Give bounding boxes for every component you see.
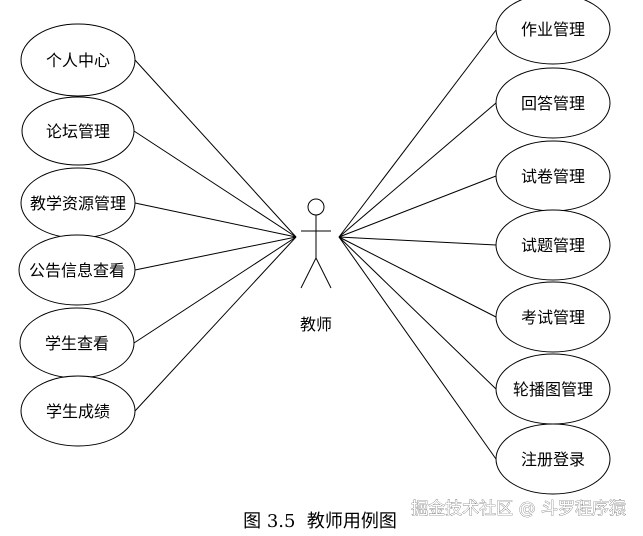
use-case-homework-management: 作业管理 bbox=[495, 0, 611, 65]
left-associations bbox=[133, 59, 297, 412]
assoc-line-left-2 bbox=[133, 130, 297, 238]
figure-caption: 图 3.5 教师用例图 bbox=[243, 511, 397, 532]
use-case-question-management: 试题管理 bbox=[495, 209, 611, 281]
right-associations bbox=[338, 29, 497, 460]
use-case-label: 公告信息查看 bbox=[29, 261, 125, 280]
left-use-cases: 个人中心 论坛管理 教学资源管理 公告信息查看 学生查看 学生成绩 bbox=[18, 23, 136, 447]
use-case-register-login: 注册登录 bbox=[495, 423, 611, 495]
use-case-ellipse bbox=[495, 67, 611, 139]
use-case-label: 个人中心 bbox=[46, 51, 110, 70]
use-case-label: 教学资源管理 bbox=[30, 194, 126, 213]
use-case-exam-management: 考试管理 bbox=[495, 281, 611, 353]
use-case-ellipse bbox=[20, 23, 136, 97]
use-case-ellipse bbox=[18, 234, 136, 306]
use-case-announcement-view: 公告信息查看 bbox=[18, 234, 136, 306]
use-case-student-view: 学生查看 bbox=[19, 307, 135, 379]
actor-right-leg bbox=[315, 257, 332, 289]
actor-name: 教师 bbox=[300, 315, 332, 334]
assoc-line-left-6 bbox=[134, 236, 297, 412]
assoc-line-right-5 bbox=[338, 236, 497, 318]
assoc-line-right-3 bbox=[338, 175, 497, 238]
use-case-ellipse bbox=[495, 209, 611, 281]
assoc-line-left-5 bbox=[133, 236, 297, 344]
assoc-line-left-3 bbox=[134, 202, 297, 238]
use-case-label: 考试管理 bbox=[521, 308, 585, 327]
assoc-line-right-6 bbox=[338, 236, 497, 390]
right-use-cases: 作业管理 回答管理 试卷管理 试题管理 考试管理 轮播图管理 注册登录 bbox=[495, 0, 611, 495]
assoc-line-right-4 bbox=[338, 236, 497, 246]
assoc-line-left-4 bbox=[134, 236, 297, 271]
use-case-personal-center: 个人中心 bbox=[20, 23, 136, 97]
use-case-label: 作业管理 bbox=[521, 20, 585, 39]
watermark-text: 掘金技术社区 @ 斗罗程序猿 bbox=[411, 499, 626, 519]
use-case-label: 注册登录 bbox=[521, 450, 585, 469]
use-case-exam-paper-management: 试卷管理 bbox=[495, 140, 611, 212]
use-case-carousel-management: 轮播图管理 bbox=[495, 353, 611, 425]
use-case-label: 试卷管理 bbox=[521, 167, 585, 186]
assoc-line-right-2 bbox=[338, 102, 497, 238]
use-case-label: 回答管理 bbox=[521, 94, 585, 113]
use-case-teaching-resource-management: 教学资源管理 bbox=[20, 167, 136, 239]
use-case-label: 论坛管理 bbox=[46, 122, 110, 141]
actor-left-leg bbox=[300, 257, 317, 289]
actor-teacher: 教师 bbox=[300, 198, 332, 334]
use-case-ellipse bbox=[495, 0, 611, 65]
use-case-answer-management: 回答管理 bbox=[495, 67, 611, 139]
use-case-ellipse bbox=[21, 96, 135, 166]
use-case-label: 学生成绩 bbox=[46, 402, 110, 421]
use-case-student-grades: 学生成绩 bbox=[20, 375, 136, 447]
actor-head bbox=[307, 198, 325, 216]
assoc-line-left-1 bbox=[134, 59, 297, 238]
use-case-label: 学生查看 bbox=[45, 334, 109, 353]
assoc-line-right-7 bbox=[338, 236, 497, 460]
assoc-line-right-1 bbox=[338, 29, 497, 238]
use-case-forum-management: 论坛管理 bbox=[21, 96, 135, 166]
use-case-ellipse bbox=[495, 281, 611, 353]
use-case-ellipse bbox=[495, 423, 611, 495]
use-case-label: 轮播图管理 bbox=[513, 380, 593, 399]
use-case-label: 试题管理 bbox=[521, 236, 585, 255]
use-case-ellipse bbox=[20, 375, 136, 447]
